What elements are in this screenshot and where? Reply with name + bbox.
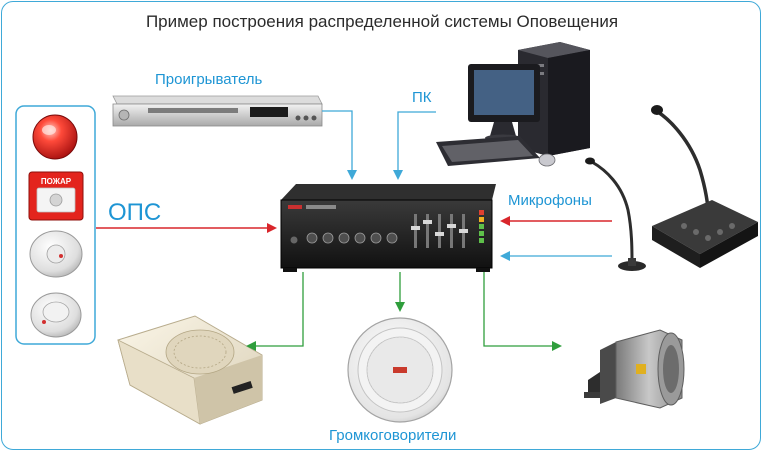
diagram-title: Пример построения распределенной системы… (145, 12, 619, 31)
player-arrow (322, 110, 357, 180)
manual-call-point-icon (28, 171, 84, 221)
wall-speaker-arrow (246, 272, 304, 351)
ops-devices-panel (15, 105, 96, 345)
ceiling-speaker-icon (347, 317, 453, 423)
wall-speaker-icon (117, 315, 263, 425)
horn-speaker-icon (584, 329, 685, 409)
pc-arrow (393, 111, 436, 180)
amplifier-faders (411, 214, 468, 248)
heat-detector-icon (30, 292, 82, 338)
label-microphones: Микрофоны (508, 192, 592, 209)
pc-icon (436, 42, 590, 167)
cd-player-icon (112, 95, 323, 127)
label-pc: ПК (412, 89, 432, 106)
gooseneck-microphone-icon (585, 157, 646, 271)
amplifier-knobs (306, 232, 398, 244)
fire-siren-icon (32, 114, 78, 160)
label-player: Проигрыватель (155, 71, 263, 88)
level-meter (479, 210, 484, 243)
mixer-amplifier-icon (280, 184, 496, 272)
paging-console-icon (651, 105, 758, 268)
call-point-label: ПОЖАР (41, 177, 72, 186)
smoke-detector-icon (29, 230, 83, 278)
connection-arrows (96, 110, 612, 351)
horn-speaker-arrow (483, 272, 562, 351)
label-ops: ОПС (108, 199, 162, 226)
label-speakers: Громкоговорители (329, 427, 457, 444)
